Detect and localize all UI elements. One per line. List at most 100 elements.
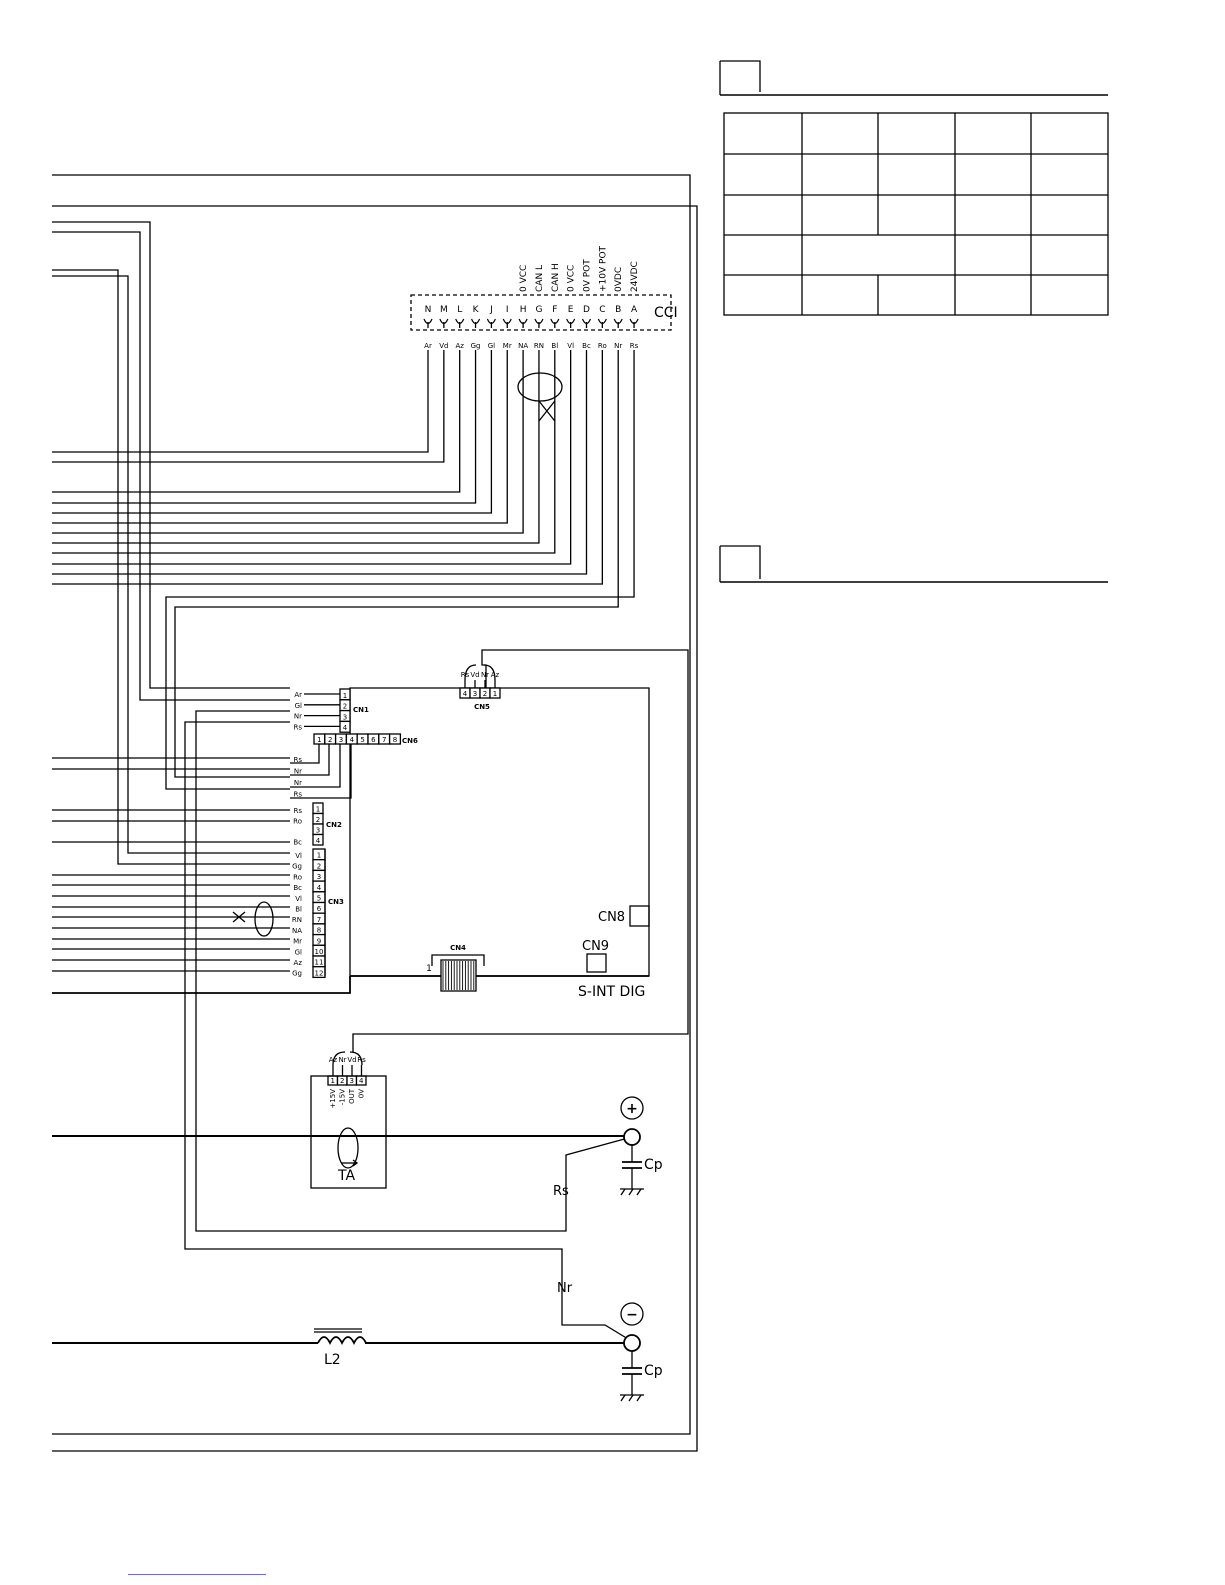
cn6-label: CN6 — [402, 737, 418, 745]
cn5-pin-num: 2 — [483, 690, 487, 698]
wire — [290, 743, 330, 776]
rs-wire-label: Rs — [553, 1184, 569, 1199]
cn4-pin1: 1 — [426, 964, 432, 974]
page-link-underline[interactable] — [128, 1574, 266, 1575]
cap-label: Cp — [644, 1157, 663, 1173]
cn3-pin-num: 4 — [317, 884, 322, 892]
wire — [52, 350, 540, 544]
cn6-wire-label: Nr — [294, 768, 302, 776]
wire — [52, 350, 477, 504]
ccn-pin-letter: F — [552, 305, 557, 315]
board-name: S-INT DIG — [578, 984, 645, 1000]
cn3-wire-label: Az — [294, 959, 303, 967]
cn6-pin-num: 7 — [382, 736, 386, 744]
cn1-wire-label: Rs — [293, 723, 302, 731]
wire — [52, 350, 572, 565]
cn6-pin-num: 2 — [328, 736, 332, 744]
ta-pin-num: 4 — [359, 1077, 364, 1085]
ground-hatch — [628, 1188, 634, 1196]
ccn-pin-signal: 24VDC — [630, 261, 640, 292]
wire-harness — [52, 221, 689, 1344]
ta-signal-label: OUT — [348, 1088, 356, 1104]
cn9-connector — [586, 953, 607, 973]
cn5-pin-num: 3 — [473, 690, 477, 698]
minus-terminal-icon — [620, 1302, 644, 1326]
ground-hatch — [636, 1188, 642, 1196]
ground-hatch — [620, 1394, 626, 1402]
cn3-label: CN3 — [328, 898, 344, 906]
wire — [290, 743, 341, 788]
ccn-pin-signal: 0 VCC — [519, 265, 529, 292]
ccn-pin-color: Vl — [567, 342, 574, 350]
ta-core-icon — [337, 1127, 359, 1169]
ccn-pin-signal: +10V POT — [598, 245, 608, 292]
cn3-wire-label: Gg — [292, 970, 302, 978]
cn3-pin-num: 1 — [317, 852, 321, 860]
cn5-pin-num: 1 — [493, 690, 497, 698]
wire — [290, 743, 320, 764]
cn3-pin-num: 7 — [317, 916, 321, 924]
wire — [52, 221, 290, 689]
cn3-wire-label: Mr — [293, 938, 302, 946]
cn2-label: CN2 — [326, 821, 342, 829]
cn5-label: CN5 — [474, 703, 490, 711]
cn3-wire-label: RN — [292, 916, 302, 924]
cn2-wire-label: Rs — [293, 807, 302, 815]
cap-label: Cp — [644, 1363, 663, 1379]
ground-hatch — [628, 1394, 634, 1402]
ccn-pin-color: NA — [518, 342, 528, 350]
ccn-pin-color: Mr — [503, 342, 512, 350]
cn4-bracket — [431, 954, 485, 966]
legend-block-2 — [719, 545, 1108, 583]
cn2-wire-label: Ro — [293, 818, 302, 826]
wire — [52, 350, 603, 585]
wire — [232, 911, 246, 923]
ground-hatch — [636, 1394, 642, 1402]
cn3-pin-num: 11 — [315, 959, 324, 967]
cn1-label: CN1 — [353, 706, 369, 714]
power-section: Rs Nr L2 +Cp−Cp — [314, 1096, 663, 1402]
cn5-bundle — [464, 664, 496, 681]
wire — [174, 350, 619, 778]
ta-label: TA — [337, 1168, 355, 1184]
wire — [52, 231, 290, 701]
ccn-pin-signal: CAN H — [551, 263, 561, 292]
ta-pin-num: 3 — [350, 1077, 354, 1085]
cn5-wire-label: Nr — [481, 671, 489, 679]
cn6-pin-num: 5 — [360, 736, 364, 744]
terminal-node — [623, 1128, 641, 1146]
cn2-wire-label: Bc — [293, 839, 302, 847]
legend-block-1 — [719, 60, 1108, 96]
cn3-wire-label: Vl — [295, 895, 302, 903]
outer-frame — [52, 174, 698, 1452]
ccn-pin-color: Nr — [614, 342, 622, 350]
cn3-wire-label: Vl — [295, 852, 302, 860]
cn3-wire-label: Gl — [295, 948, 302, 956]
ccn-pin-letter: L — [457, 305, 462, 315]
cn4-ribbon-connector — [440, 959, 477, 992]
cn1-pin-num: 4 — [343, 724, 348, 732]
cn3-pin-num: 6 — [317, 905, 322, 913]
ta-pin-num: 2 — [340, 1077, 344, 1085]
cn2-pin-num: 4 — [316, 837, 321, 845]
inductor-label: L2 — [324, 1352, 341, 1368]
ccn-pin-letter: G — [535, 305, 542, 315]
cn6-wire-label: Rs — [293, 756, 302, 764]
wire — [52, 350, 524, 534]
wire — [52, 350, 556, 554]
wire — [52, 275, 290, 854]
ccn-pin-letter: C — [599, 305, 605, 315]
wire — [52, 350, 461, 493]
cn6-pin-num: 3 — [339, 736, 343, 744]
cn1-pin-num: 3 — [343, 713, 347, 721]
wire — [52, 350, 445, 463]
cn2-pin-num: 3 — [316, 827, 320, 835]
cn2-pin — [312, 833, 324, 846]
ccn-pin-color: Gg — [471, 342, 481, 350]
ccn-pin-letter: I — [506, 305, 509, 315]
ta-signal-label: 0V — [358, 1089, 366, 1098]
cn1-pin-num: 2 — [343, 703, 347, 711]
plus-terminal-icon — [620, 1096, 644, 1120]
cn3-wire-label: Gg — [292, 863, 302, 871]
